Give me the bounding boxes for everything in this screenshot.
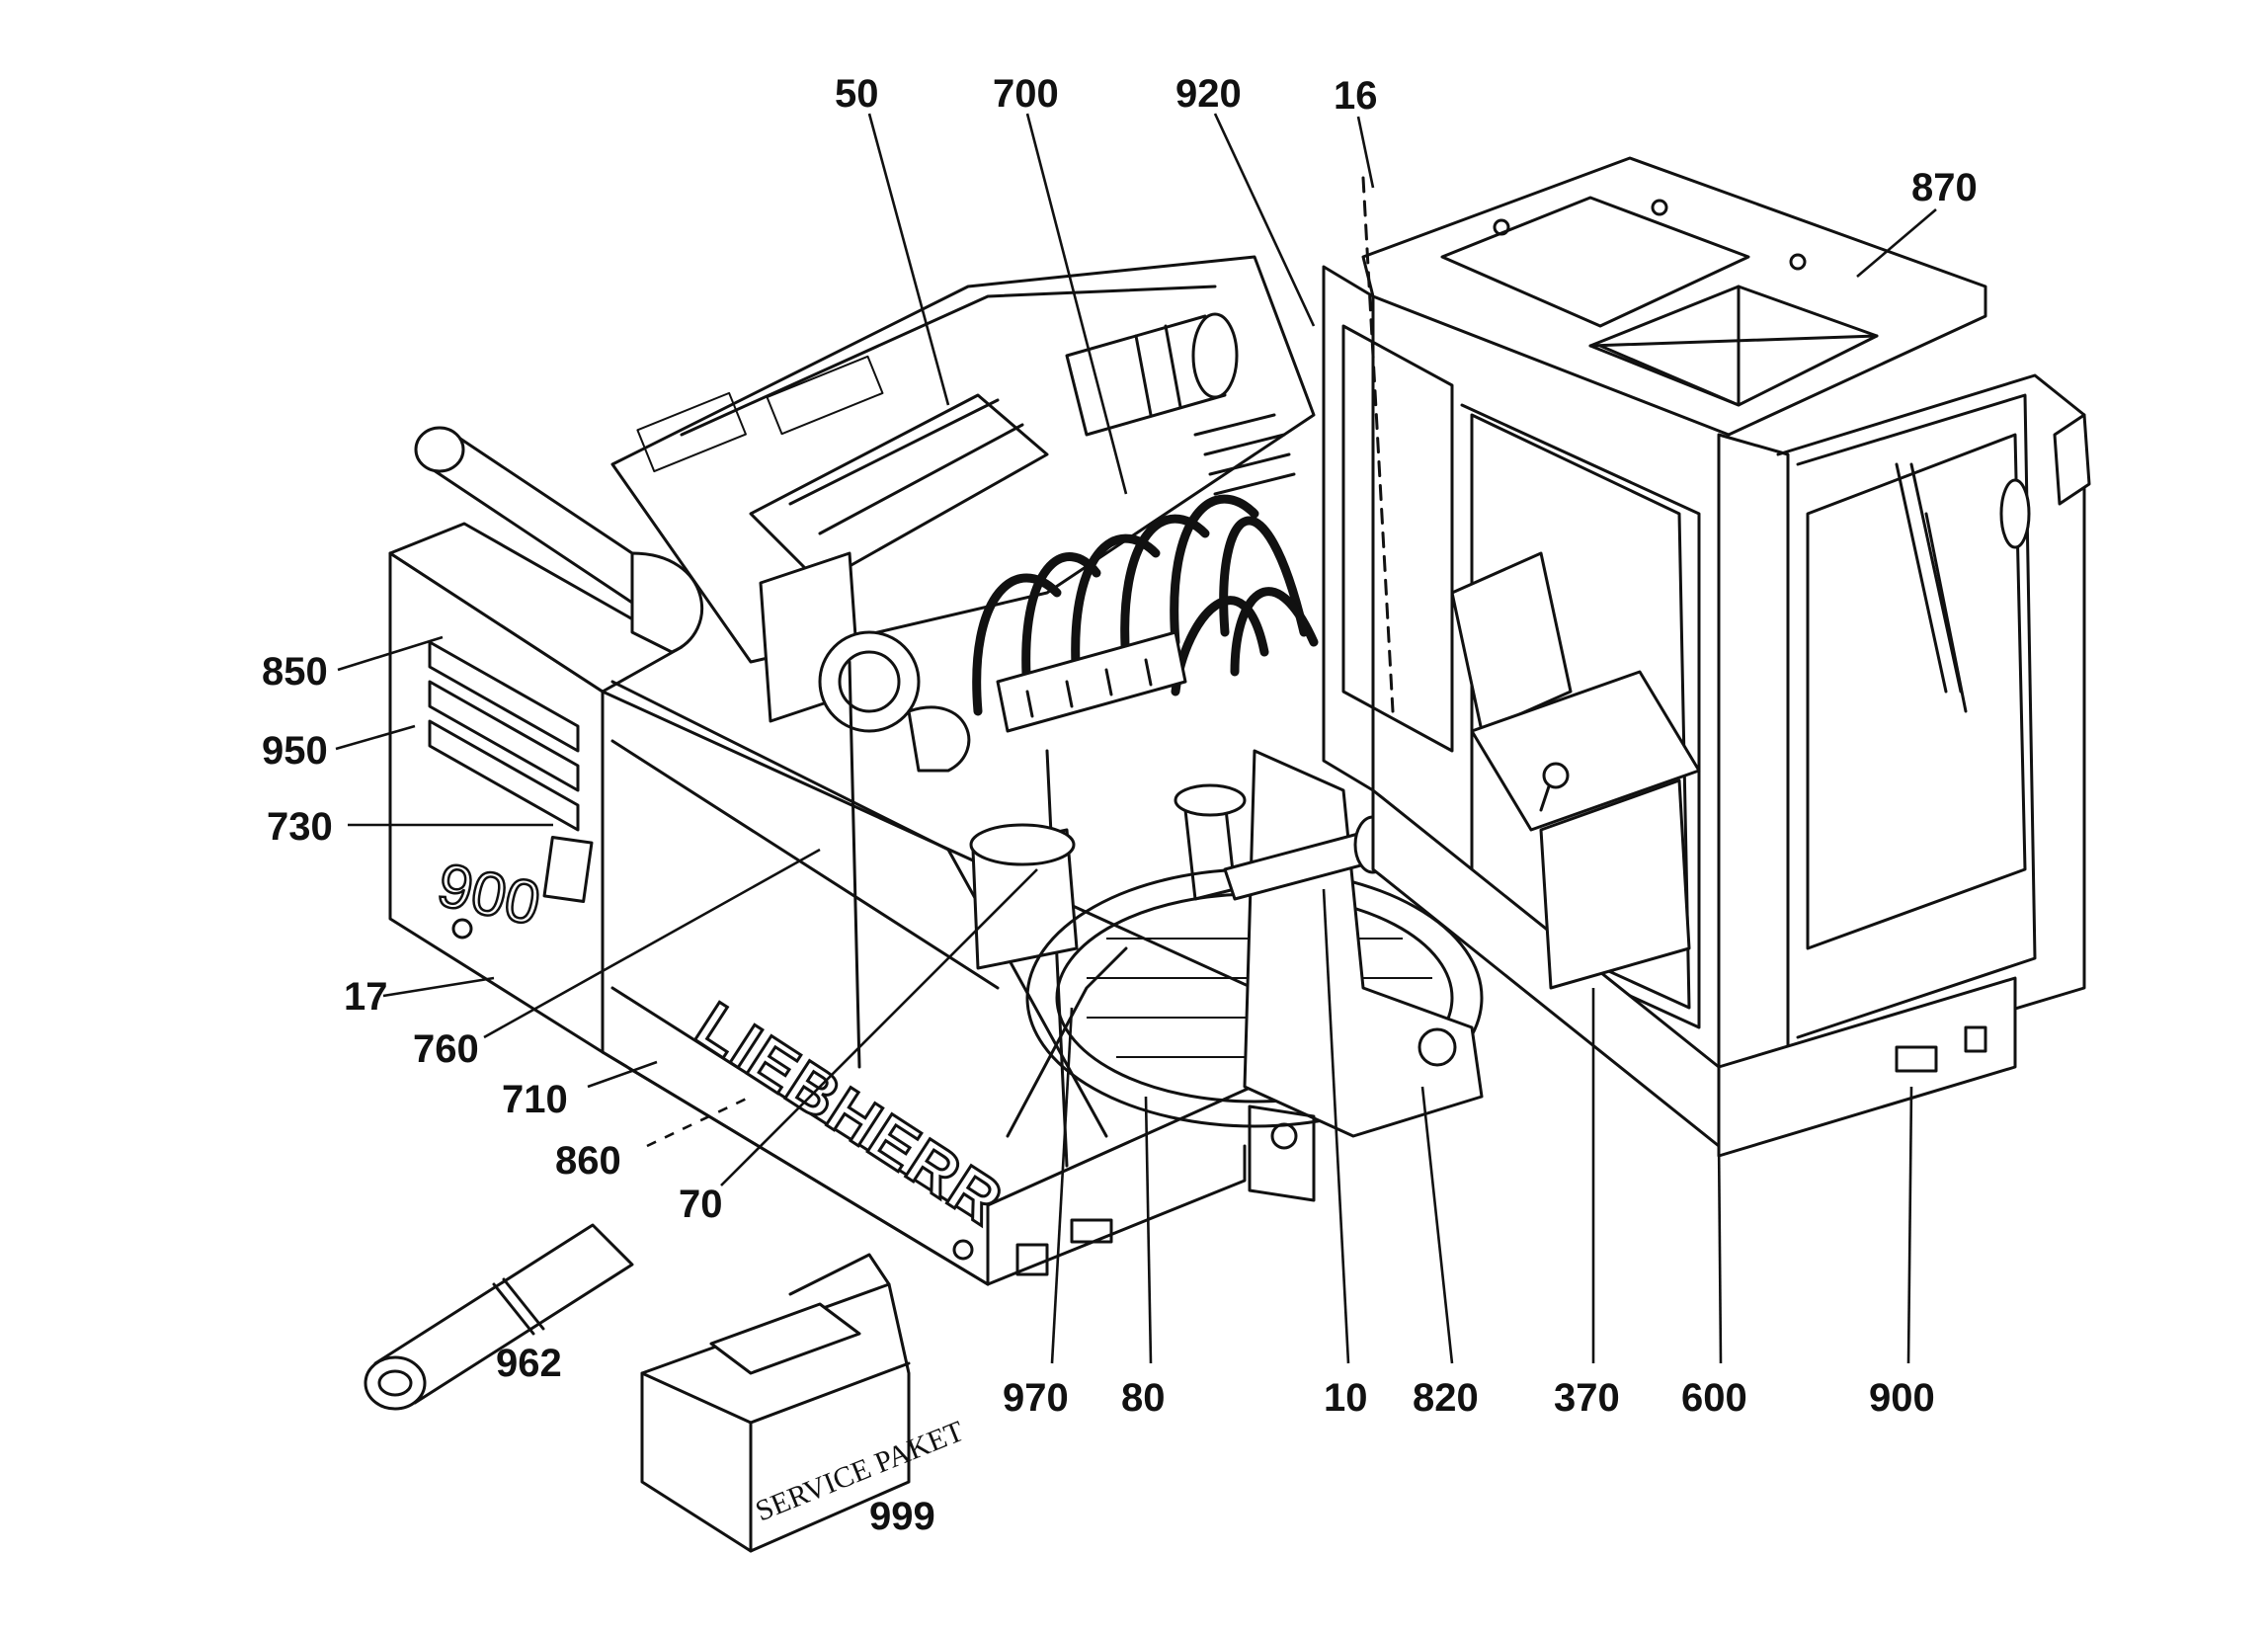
callout-760: 760 (413, 1027, 479, 1071)
callout-16: 16 (1334, 74, 1378, 118)
callout-17: 17 (344, 975, 388, 1019)
callout-820: 820 (1413, 1376, 1479, 1420)
control-valve-block (996, 630, 1187, 733)
callout-860: 860 (555, 1139, 621, 1183)
exhaust-muffler (414, 426, 704, 654)
hydraulic-hose-bundle (972, 494, 1319, 716)
callout-370: 370 (1554, 1376, 1620, 1420)
callout-850: 850 (262, 650, 328, 694)
boom-mount-bracket (1223, 749, 1484, 1202)
hydraulic-tank (759, 551, 971, 773)
callout-50: 50 (835, 72, 879, 116)
callout-80: 80 (1121, 1376, 1166, 1420)
side-grille (428, 640, 580, 832)
callout-920: 920 (1175, 72, 1242, 116)
callout-970: 970 (1003, 1376, 1069, 1420)
callout-962: 962 (496, 1342, 562, 1385)
callout-10: 10 (1324, 1376, 1368, 1420)
callout-870: 870 (1911, 166, 1978, 209)
callout-730: 730 (267, 805, 333, 849)
air-filter (1065, 312, 1239, 437)
callout-950: 950 (262, 729, 328, 773)
callout-999: 999 (869, 1495, 935, 1538)
hose-roll (364, 1223, 634, 1411)
callout-600: 600 (1681, 1376, 1747, 1420)
callout-labels: 50 700 920 16 870 850 950 730 17 760 710… (262, 72, 1978, 1538)
operator-cab (1322, 156, 2091, 1158)
callout-710: 710 (502, 1078, 568, 1121)
support-frame (610, 660, 1128, 1168)
callout-70: 70 (679, 1183, 723, 1226)
callout-900: 900 (1869, 1376, 1935, 1420)
callout-700: 700 (993, 72, 1059, 116)
leader-lines (335, 113, 1937, 1364)
